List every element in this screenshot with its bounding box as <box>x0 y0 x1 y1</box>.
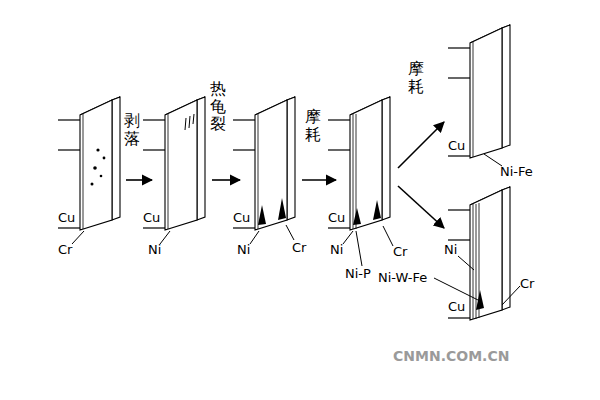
layer-label: Ni-Fe <box>500 164 533 180</box>
layer-label: Ni <box>444 242 457 258</box>
plate <box>143 97 205 230</box>
heat-cracks <box>185 114 194 130</box>
layer-label: Cu <box>328 210 345 226</box>
layer-label: Cu <box>58 210 75 226</box>
coating-line <box>356 114 479 319</box>
layer-label: Ni-W-Fe <box>378 270 427 286</box>
layer-label: Cu <box>448 299 465 315</box>
layer-label: Ni-P <box>345 266 371 282</box>
plate <box>58 97 120 230</box>
layer-label: Cr <box>520 276 534 292</box>
plate <box>233 97 295 230</box>
layer-label: Cu <box>143 210 160 226</box>
layer-label: Ni <box>148 242 161 258</box>
watermark: CNMN.COM.CN <box>393 348 509 365</box>
plate <box>448 25 510 158</box>
layer-label: Ni <box>330 242 343 258</box>
layer-label: Cu <box>448 138 465 154</box>
process-step: 剥落 <box>124 112 140 147</box>
spall-spots <box>91 148 106 185</box>
plate <box>328 97 390 230</box>
layer-label: Cr <box>292 240 306 256</box>
layer-label: Ni <box>237 242 250 258</box>
process-step: 摩耗 <box>305 108 321 143</box>
layer-label: Cr <box>58 242 72 258</box>
layer-label: Cu <box>233 210 250 226</box>
process-step: 热龟裂 <box>210 80 226 133</box>
leader-line <box>72 154 520 305</box>
process-step: 摩耗 <box>408 60 424 95</box>
layer-label: Cr <box>393 244 407 260</box>
process-arrow <box>126 122 444 228</box>
wear-zone <box>258 198 484 310</box>
